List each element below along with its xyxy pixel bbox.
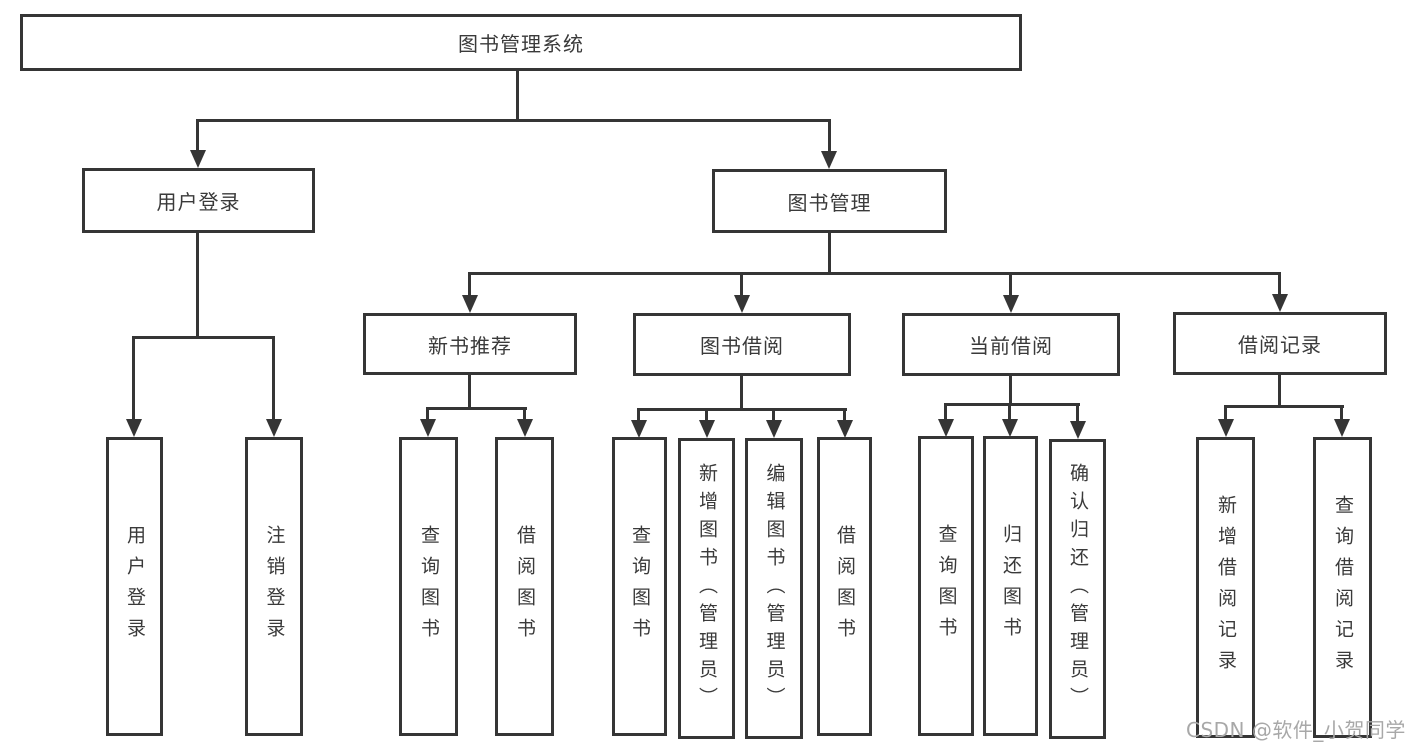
node-new-book-rec: 新书推荐 (363, 313, 577, 375)
connector-line (426, 407, 527, 410)
leaf-label: 借阅图书 (514, 524, 536, 649)
connector-line (132, 336, 135, 421)
node-bb-edit: 编辑图书（管理员） (745, 438, 803, 739)
node-nbr-query: 查询图书 (399, 437, 458, 736)
leaf-label: 查询借阅记录 (1332, 494, 1354, 681)
arrowhead-down (266, 419, 282, 437)
connector-line (468, 272, 1281, 275)
connector-line (133, 336, 275, 339)
node-cb-return: 归还图书 (983, 436, 1038, 736)
arrowhead-down (1003, 295, 1019, 313)
node-nbr-borrow: 借阅图书 (495, 437, 554, 736)
leaf-label: 注销登录 (263, 524, 286, 649)
connector-line (1340, 405, 1343, 421)
connector-line (944, 403, 947, 421)
node-current-borrow: 当前借阅 (902, 313, 1120, 376)
node-user-login: 用户登录 (82, 168, 315, 233)
connector-line (1278, 375, 1281, 405)
arrowhead-down (1272, 294, 1288, 312)
arrowhead-down (126, 419, 142, 437)
node-ul-logout: 注销登录 (245, 437, 303, 736)
connector-line (1009, 376, 1012, 403)
connector-line (740, 376, 743, 408)
connector-line (426, 407, 429, 421)
connector-line (1008, 403, 1011, 421)
connector-line (272, 336, 275, 421)
leaf-label: 新增借阅记录 (1215, 494, 1237, 681)
arrowhead-down (821, 151, 837, 169)
connector-line (1224, 405, 1227, 421)
connector-line (637, 408, 847, 411)
arrowhead-down (734, 295, 750, 313)
node-br-add: 新增借阅记录 (1196, 437, 1255, 738)
node-br-query: 查询借阅记录 (1313, 437, 1372, 738)
node-book-borrow: 图书借阅 (633, 313, 851, 376)
connector-line (196, 233, 199, 336)
arrowhead-down (766, 420, 782, 438)
arrowhead-down (631, 420, 647, 438)
arrowhead-down (1002, 419, 1018, 437)
leaf-label: 查询图书 (418, 524, 440, 649)
connector-line (1224, 405, 1344, 408)
watermark-text: CSDN @软件_小贺同学 (1186, 718, 1405, 742)
connector-line (705, 408, 708, 421)
connector-line (843, 408, 846, 421)
leaf-label: 借阅图书 (834, 524, 856, 649)
connector-line (740, 272, 743, 297)
arrowhead-down (1218, 419, 1234, 437)
node-bb-add: 新增图书（管理员） (678, 438, 735, 739)
connector-line (772, 408, 775, 421)
connector-line (468, 272, 471, 297)
node-ul-login: 用户登录 (106, 437, 163, 736)
node-cb-confirm: 确认归还（管理员） (1049, 439, 1106, 739)
connector-line (523, 407, 526, 421)
arrowhead-down (420, 419, 436, 437)
arrowhead-down (938, 419, 954, 437)
connector-line (197, 119, 831, 122)
arrowhead-down (837, 420, 853, 438)
leaf-label: 新增图书（管理员） (696, 462, 718, 715)
arrowhead-down (1334, 419, 1350, 437)
leaf-label: 查询图书 (935, 524, 958, 648)
connector-line (1009, 272, 1012, 297)
leaf-label: 编辑图书（管理员） (763, 462, 786, 715)
leaf-label: 查询图书 (629, 524, 651, 649)
connector-line (516, 71, 519, 119)
connector-line (828, 119, 831, 153)
arrowhead-down (1070, 421, 1086, 439)
leaf-label: 确认归还（管理员） (1067, 463, 1089, 715)
node-root: 图书管理系统 (20, 14, 1022, 71)
node-book-mgmt: 图书管理 (712, 169, 947, 233)
connector-line (1076, 403, 1079, 421)
leaf-label: 归还图书 (1000, 524, 1022, 648)
node-bb-query: 查询图书 (612, 437, 667, 736)
node-cb-query: 查询图书 (918, 436, 974, 736)
connector-line (944, 403, 1080, 406)
arrowhead-down (517, 419, 533, 437)
arrowhead-down (462, 295, 478, 313)
connector-line (828, 233, 831, 272)
node-bb-borrow: 借阅图书 (817, 437, 872, 736)
arrowhead-down (699, 420, 715, 438)
connector-line (637, 408, 640, 421)
connector-line (1278, 272, 1281, 296)
connector-line (468, 375, 471, 407)
arrowhead-down (190, 150, 206, 168)
connector-line (196, 119, 199, 152)
leaf-label: 用户登录 (124, 524, 146, 649)
node-borrow-records: 借阅记录 (1173, 312, 1387, 375)
